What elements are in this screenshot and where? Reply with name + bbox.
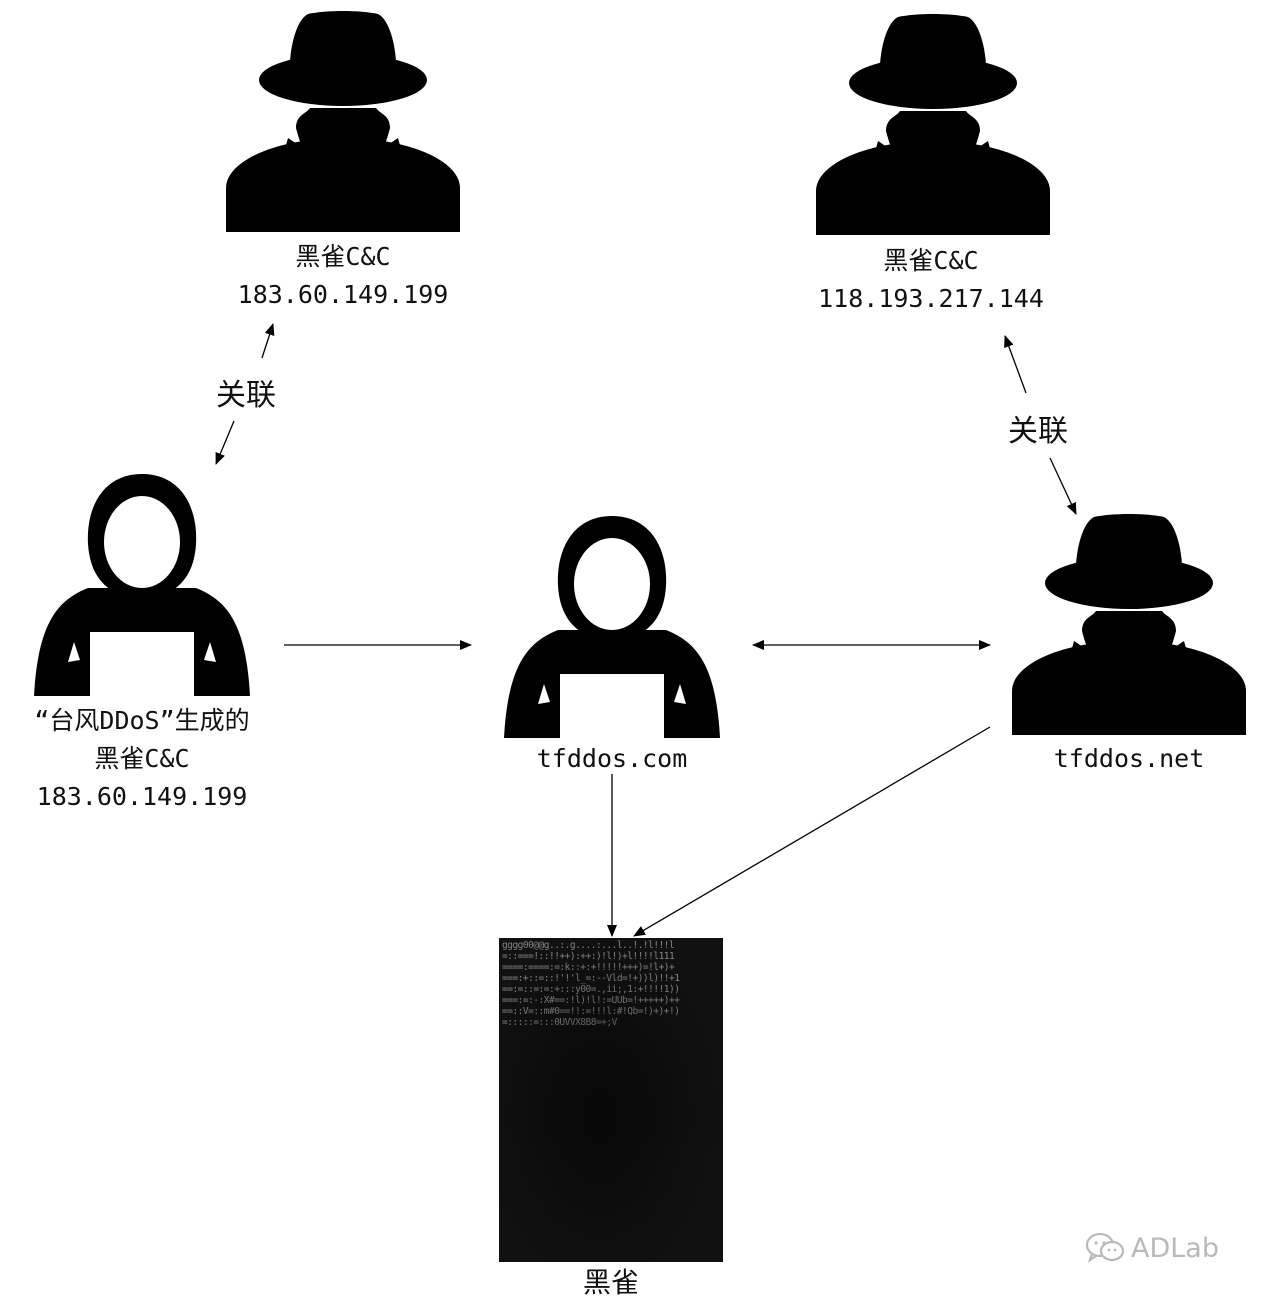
fedora-spy-icon (226, 11, 460, 232)
hooded-hacker-icon (504, 516, 720, 738)
edge-typhoon-to-cc-left-bottom (215, 420, 235, 465)
heique-name: 黑雀 (582, 1266, 640, 1299)
cc-right-ip: 118.193.217.144 (818, 284, 1044, 313)
typhoon-title: “台风DDoS”生成的 (34, 706, 250, 735)
typhoon-ip: 183.60.149.199 (36, 782, 248, 811)
edge-label-right: 关联 (1008, 414, 1068, 449)
watermark: ADLab (1085, 1232, 1219, 1264)
edge-net-to-heique (633, 726, 991, 937)
cc-left-ip: 183.60.149.199 (237, 280, 449, 309)
edge-label-left: 关联 (216, 378, 276, 413)
typhoon-subtitle: 黑雀C&C (94, 744, 190, 773)
hooded-hacker-icon (34, 474, 250, 696)
fedora-spy-icon (816, 14, 1050, 235)
edge-typhoon-to-cc-left-top (261, 323, 275, 359)
heique-label: 黑雀 (583, 1264, 639, 1302)
tfddos-net-domain: tfddos.net (1053, 744, 1205, 773)
tfddos-net-label: tfddos.net (1054, 740, 1205, 778)
cc-right-title: 黑雀C&C (883, 246, 979, 275)
watermark-text: ADLab (1131, 1232, 1219, 1264)
cc-left-title: 黑雀C&C (295, 242, 391, 271)
wechat-icon (1085, 1232, 1125, 1263)
edge-cc-right-to-net-bottom (1049, 457, 1077, 515)
cc-right-label: 黑雀C&C 118.193.217.144 (818, 242, 1044, 318)
fedora-spy-icon (1012, 514, 1246, 735)
typhoon-label: “台风DDoS”生成的 黑雀C&C 183.60.149.199 (34, 702, 249, 816)
ascii-portrait-image: gggg00@@g..:.g....:...l..!.!l!!!l =::===… (499, 938, 723, 1262)
tfddos-com-domain: tfddos.com (536, 744, 688, 773)
cc-left-label: 黑雀C&C 183.60.149.199 (238, 238, 449, 314)
tfddos-com-label: tfddos.com (537, 740, 688, 778)
edge-cc-right-to-net-top (1004, 335, 1027, 394)
